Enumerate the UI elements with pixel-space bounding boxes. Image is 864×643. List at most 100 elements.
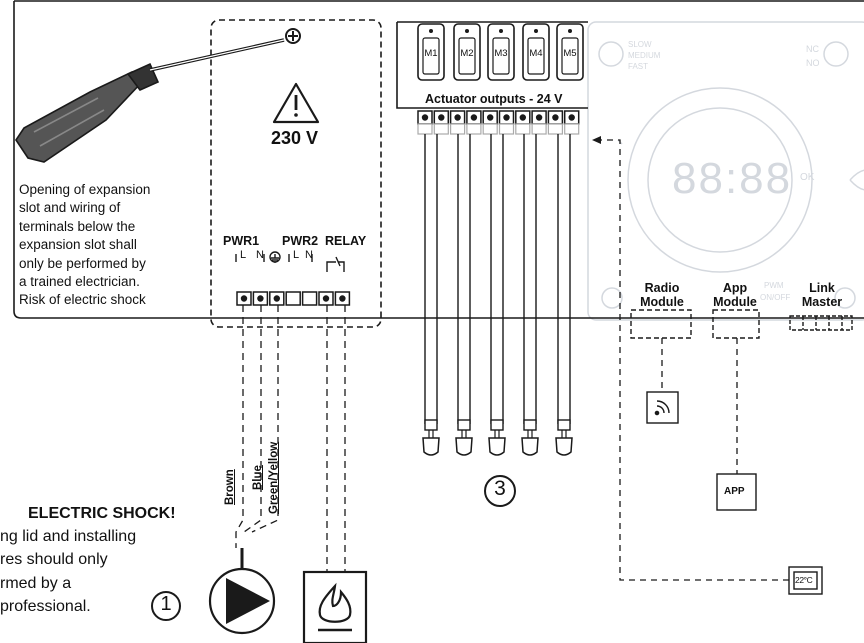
speed-fast-label: FAST [628,62,649,71]
actuator-cables [422,134,573,456]
actuator-plug-m3 [487,23,515,81]
pwr1-pin-n: N [256,249,264,261]
power-terminal-screw [240,295,248,302]
actuator-terminal-screw [535,114,543,121]
actuator-plug-m2 [453,23,481,81]
app-module-slot [712,309,760,339]
power-terminal [318,291,334,306]
actuator-cable-4 [521,134,539,456]
actuator-terminal [515,110,531,135]
clock-display: 88:88 [672,154,793,203]
actuator-plug-m1 [417,23,445,81]
wire-label-blue: Blue [252,465,264,490]
cable-connector [521,437,539,456]
cable-ferrule [557,419,571,431]
app-module-label: App Module [707,281,763,309]
actuator-cable-3 [488,134,506,456]
cable-neck [461,430,467,438]
actuator-terminal [417,110,433,135]
plug-dot [499,29,503,33]
actuator-terminal-lower [417,123,433,135]
actuator-terminal [466,110,482,135]
pump-icon [208,567,276,635]
actuator-terminal [482,110,498,135]
power-terminal [301,291,318,306]
link-master-label-line: Link [809,281,835,295]
cable-ferrule [457,419,471,431]
actuator-terminal [449,110,466,135]
power-terminal-block [236,291,351,306]
app-box-label: APP [724,486,745,497]
warning-line: rmed by a [0,575,72,592]
app-box [716,473,757,511]
actuator-terminal-lower [498,123,515,135]
pump-number: 1 [160,593,172,615]
link-master-label: Link Master [794,281,850,309]
power-pin-symbols [235,251,345,272]
pwm-label: PWM [764,281,784,290]
thermostat-temperature: 22°C [795,575,813,585]
actuator-terminal-lower [547,123,564,135]
radio-module-label-line: Module [640,295,684,309]
screw-icon [285,28,301,44]
plug-socket [527,37,545,75]
no-label: NO [806,58,820,68]
plug-socket [458,37,476,75]
actuator-label-m4: M4 [529,48,543,59]
controller-faded-outline [587,21,864,321]
safety-note-line: terminals below the [19,218,136,234]
radio-module-label-line: Radio [644,281,680,295]
actuator-cable-5 [555,134,573,456]
actuator-terminal-lower [466,123,482,135]
actuator-plug-m5 [556,23,584,81]
cable-connector [455,437,473,456]
cable-connector [488,437,506,456]
ok-label: OK [800,172,815,183]
warning-line: professional. [0,598,91,615]
warning-triangle-icon [272,82,320,124]
cable-connector [555,437,573,456]
app-module-label-line: App [722,281,748,295]
actuator-terminal [563,110,580,135]
power-terminal-screw [322,295,330,302]
actuator-label-m1: M1 [424,48,438,59]
actuator-label-m3: M3 [494,48,508,59]
actuator-terminal [433,110,450,135]
actuator-number-circle [484,475,516,507]
relay-label: RELAY [325,234,367,248]
app-module-label-line: Module [713,295,757,309]
actuator-terminal-screw [421,114,429,121]
plug-socket [422,37,440,75]
cable-wires [523,134,537,424]
actuator-label-m5: M5 [563,48,577,59]
actuator-number: 3 [494,477,506,500]
on-off-label: ON/OFF [760,293,791,302]
thermostat-icon [788,566,823,595]
nc-label: NC [806,44,819,54]
speed-slow-label: SLOW [628,40,652,49]
plug-dot [534,29,538,33]
screwdriver-icon [15,38,285,163]
warning-title: ELECTRIC SHOCK! [28,505,176,522]
actuator-terminal-lower [433,123,449,135]
pwr2-pin-n: N [305,249,313,261]
safety-note-line: expansion slot shall [19,237,137,253]
pwr1-label: PWR1 [223,234,260,248]
safety-note-line: only be performed by [19,255,146,271]
mains-wires [235,305,346,572]
link-master-connector [789,315,853,331]
actuator-cable-2 [455,134,473,456]
main-housing [13,0,864,319]
cable-wires [457,134,471,424]
cable-neck [561,430,567,438]
actuator-terminal [547,110,564,135]
power-terminal [285,291,301,306]
voltage-label: 230 V [271,128,319,148]
actuator-cable-1 [422,134,440,456]
actuator-terminal-screw [470,114,478,121]
plug-dot [429,29,433,33]
safety-note-line: Opening of expansion [19,182,151,197]
actuator-terminal [531,110,547,135]
actuator-terminal-lower [564,123,580,135]
